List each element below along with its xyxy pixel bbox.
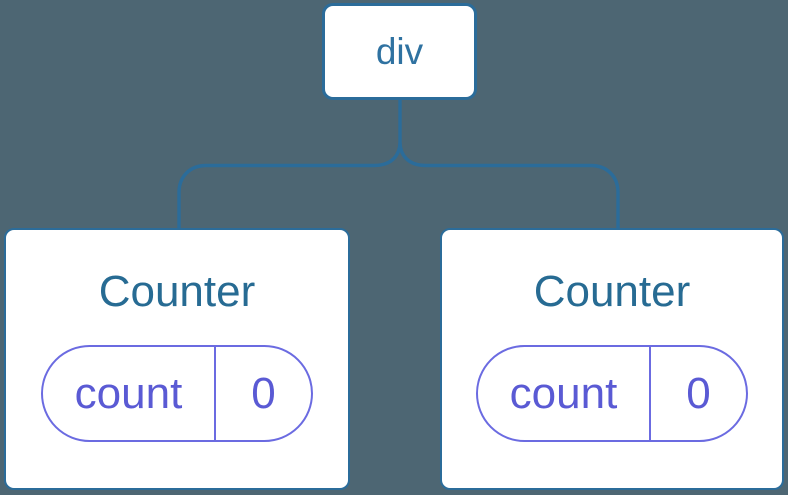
- counter-title: Counter: [98, 267, 256, 316]
- state-key-label: count: [43, 347, 216, 440]
- branch-path: [177, 97, 620, 231]
- state-pill: count 0: [41, 345, 313, 442]
- state-value: 0: [686, 368, 711, 418]
- root-node-label: div: [375, 31, 424, 72]
- counter-title: Counter: [533, 267, 691, 316]
- root-node-div: div: [322, 3, 477, 100]
- state-value: 0: [251, 368, 276, 418]
- state-key-label: count: [478, 347, 651, 440]
- counter-node-right: Counter count 0: [440, 228, 784, 490]
- counter-node-left: Counter count 0: [4, 228, 350, 490]
- state-pill: count 0: [476, 345, 748, 442]
